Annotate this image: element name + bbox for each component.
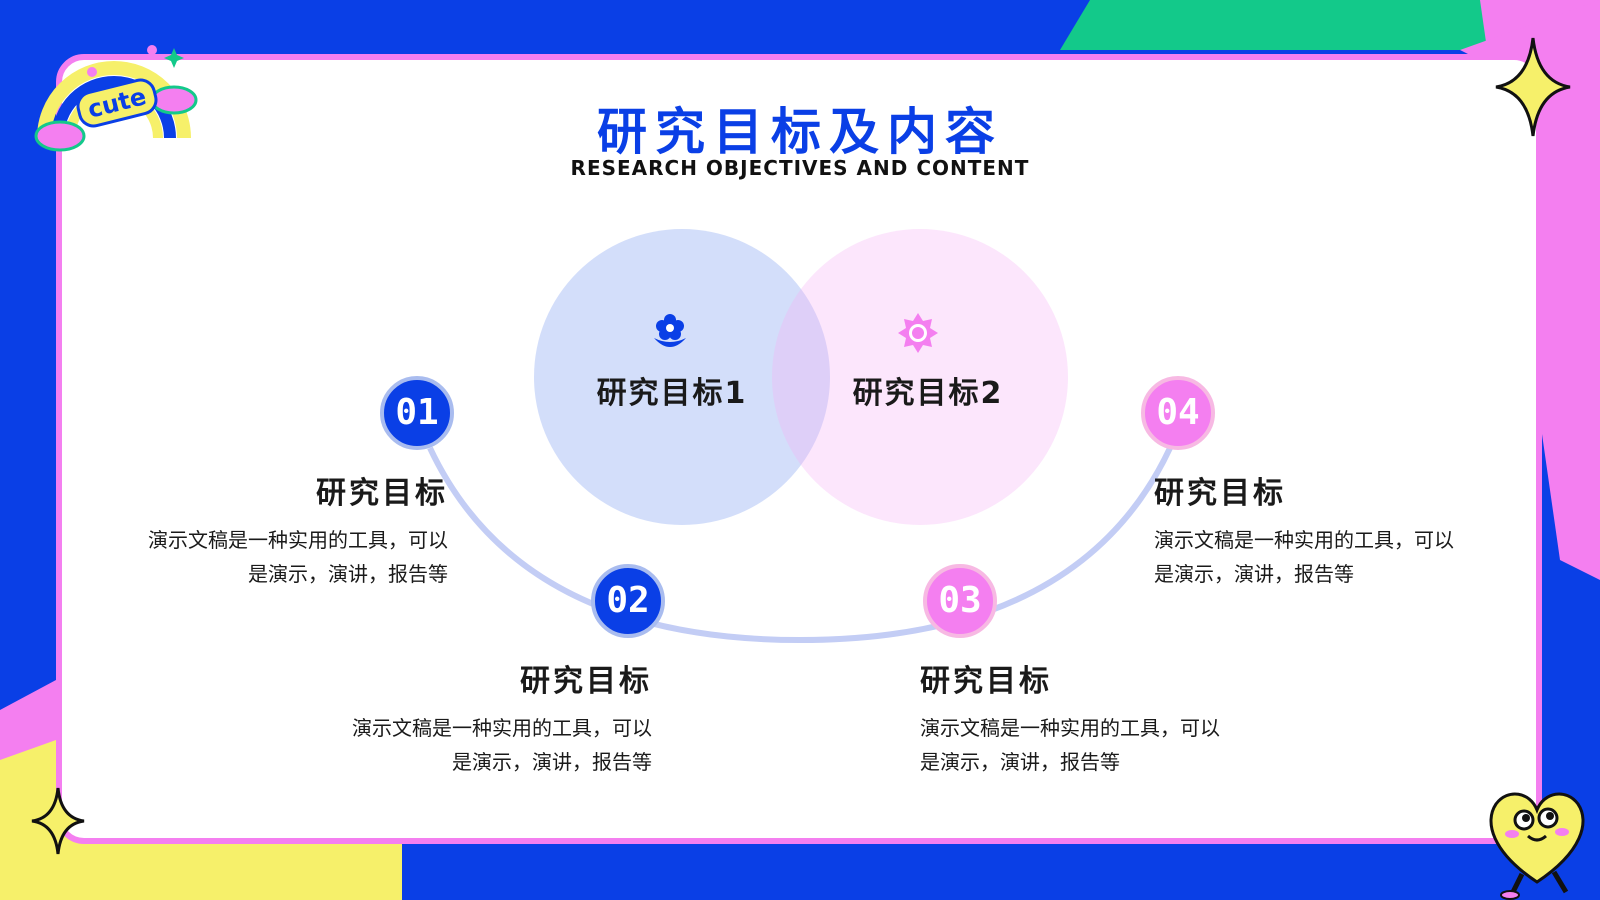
rainbow-cute-sticker: cute	[34, 45, 198, 152]
item-desc-02-line2: 是演示，演讲，报告等	[452, 750, 652, 774]
venn-left-label: 研究目标1	[596, 376, 748, 411]
item-desc-04-line2: 是演示，演讲，报告等	[1154, 562, 1354, 586]
item-desc-03: 演示文稿是一种实用的工具，可以 是演示，演讲，报告等	[920, 711, 1260, 779]
venn-circle-left	[534, 229, 830, 525]
page-title: 研究目标及内容	[597, 103, 1003, 161]
item-desc-02: 演示文稿是一种实用的工具，可以 是演示，演讲，报告等	[312, 711, 652, 779]
item-title-02: 研究目标	[520, 664, 652, 699]
sun-gear-icon	[898, 313, 938, 353]
item-desc-04: 演示文稿是一种实用的工具，可以 是演示，演讲，报告等	[1154, 523, 1494, 591]
step-badge-04: 04	[1141, 376, 1215, 450]
item-desc-03-line1: 演示文稿是一种实用的工具，可以	[920, 716, 1220, 740]
item-desc-01-line2: 是演示，演讲，报告等	[248, 562, 448, 586]
venn-right-label: 研究目标2	[852, 376, 1004, 411]
step-badge-01: 01	[380, 376, 454, 450]
heart-mascot-icon	[1489, 792, 1585, 900]
item-title-03: 研究目标	[920, 664, 1052, 699]
venn-circle-right	[772, 229, 1068, 525]
step-badge-02: 02	[591, 564, 665, 638]
item-desc-01-line1: 演示文稿是一种实用的工具，可以	[148, 528, 448, 552]
sparkle-star-icon	[1495, 37, 1571, 137]
page-subtitle: RESEARCH OBJECTIVES AND CONTENT	[570, 156, 1030, 180]
sparkle-star-icon-small	[31, 787, 85, 855]
item-desc-01: 演示文稿是一种实用的工具，可以 是演示，演讲，报告等	[108, 523, 448, 591]
item-desc-04-line1: 演示文稿是一种实用的工具，可以	[1154, 528, 1454, 552]
flower-icon	[654, 314, 686, 347]
step-badge-03: 03	[923, 564, 997, 638]
item-title-04: 研究目标	[1154, 476, 1286, 511]
item-desc-03-line2: 是演示，演讲，报告等	[920, 750, 1120, 774]
item-title-01: 研究目标	[316, 476, 448, 511]
item-desc-02-line1: 演示文稿是一种实用的工具，可以	[352, 716, 652, 740]
